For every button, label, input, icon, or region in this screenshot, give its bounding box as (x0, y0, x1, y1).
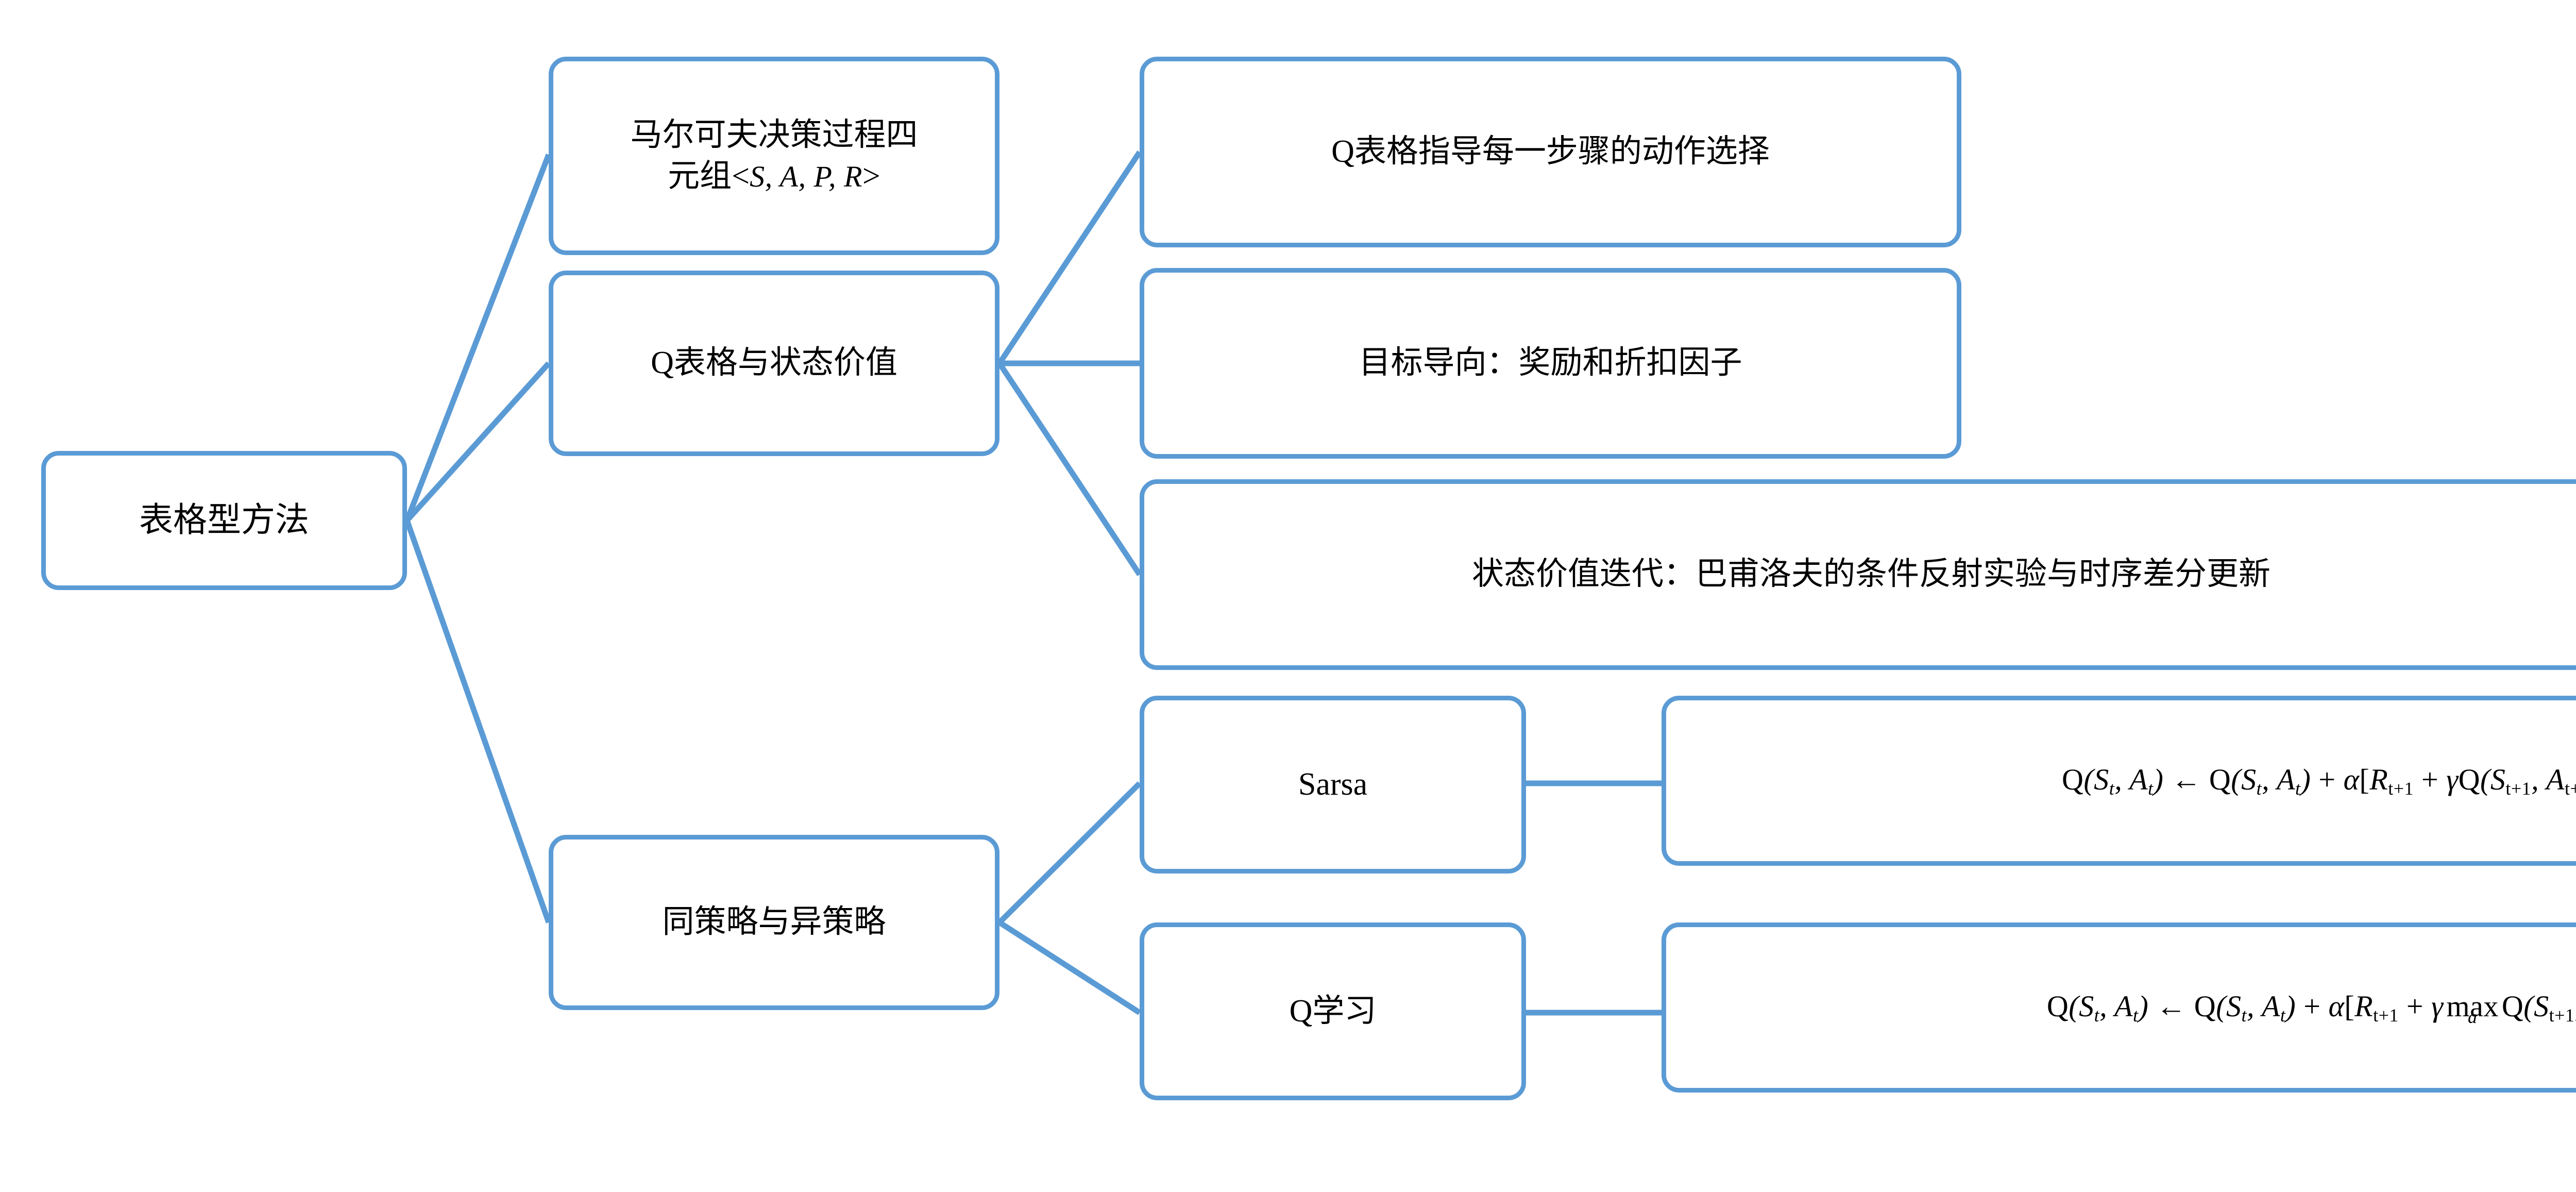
leaf-goal-oriented-label: 目标导向：奖励和折扣因子 (1359, 345, 1742, 381)
leaf-action-selection[interactable]: Q表格指导每一步骤的动作选择 (1140, 57, 1961, 247)
node-mdp-line2-suffix: > (862, 158, 880, 194)
node-mdp[interactable]: 马尔可夫决策过程四 元组<S, A, P, R> (549, 57, 999, 255)
leaf-value-iteration-label: 状态价值迭代：巴甫洛夫的条件反射实验与时序差分更新 (1471, 557, 2270, 592)
leaf-value-iteration[interactable]: 状态价值迭代：巴甫洛夫的条件反射实验与时序差分更新 (1140, 479, 2576, 670)
connector-policy-to-qlearning (998, 920, 1141, 1015)
root-node[interactable]: 表格型方法 (41, 451, 407, 590)
node-q-learning-label: Q学习 (1289, 993, 1377, 1029)
root-node-label: 表格型方法 (139, 501, 309, 539)
node-mdp-line2-math: S, A, P, R (750, 159, 862, 193)
leaf-action-selection-label: Q表格指导每一步骤的动作选择 (1331, 134, 1770, 170)
connector-root-to-policy (404, 519, 552, 924)
node-q-table-state-value[interactable]: Q表格与状态价值 (549, 271, 999, 456)
formula-sarsa[interactable]: Q(St, At) ← Q(St, At) + α[Rt+1 + γQ(St+1… (1662, 696, 2576, 866)
node-mdp-line1: 马尔可夫决策过程四 (630, 117, 918, 153)
connector-root-to-qtable (404, 361, 551, 523)
connector-qtable-to-action-selection (997, 150, 1142, 365)
leaf-goal-oriented[interactable]: 目标导向：奖励和折扣因子 (1140, 268, 1961, 459)
formula-sarsa-expression: Q(St, At) ← Q(St, At) + α[Rt+1 + γQ(St+1… (2061, 763, 2576, 799)
node-mdp-line2-prefix: 元组< (668, 158, 750, 194)
connector-policy-to-sarsa (997, 781, 1142, 925)
node-q-table-state-value-label: Q表格与状态价值 (651, 345, 897, 381)
node-on-off-policy[interactable]: 同策略与异策略 (549, 835, 999, 1010)
node-mdp-label: 马尔可夫决策过程四 元组<S, A, P, R> (567, 115, 981, 197)
node-sarsa-label: Sarsa (1298, 766, 1368, 802)
connector-root-to-mdp (404, 154, 552, 522)
node-on-off-policy-label: 同策略与异策略 (662, 904, 886, 940)
connector-qtable-to-value-iteration (997, 361, 1142, 577)
node-sarsa[interactable]: Sarsa (1140, 696, 1526, 874)
node-q-learning[interactable]: Q学习 (1140, 922, 1526, 1100)
